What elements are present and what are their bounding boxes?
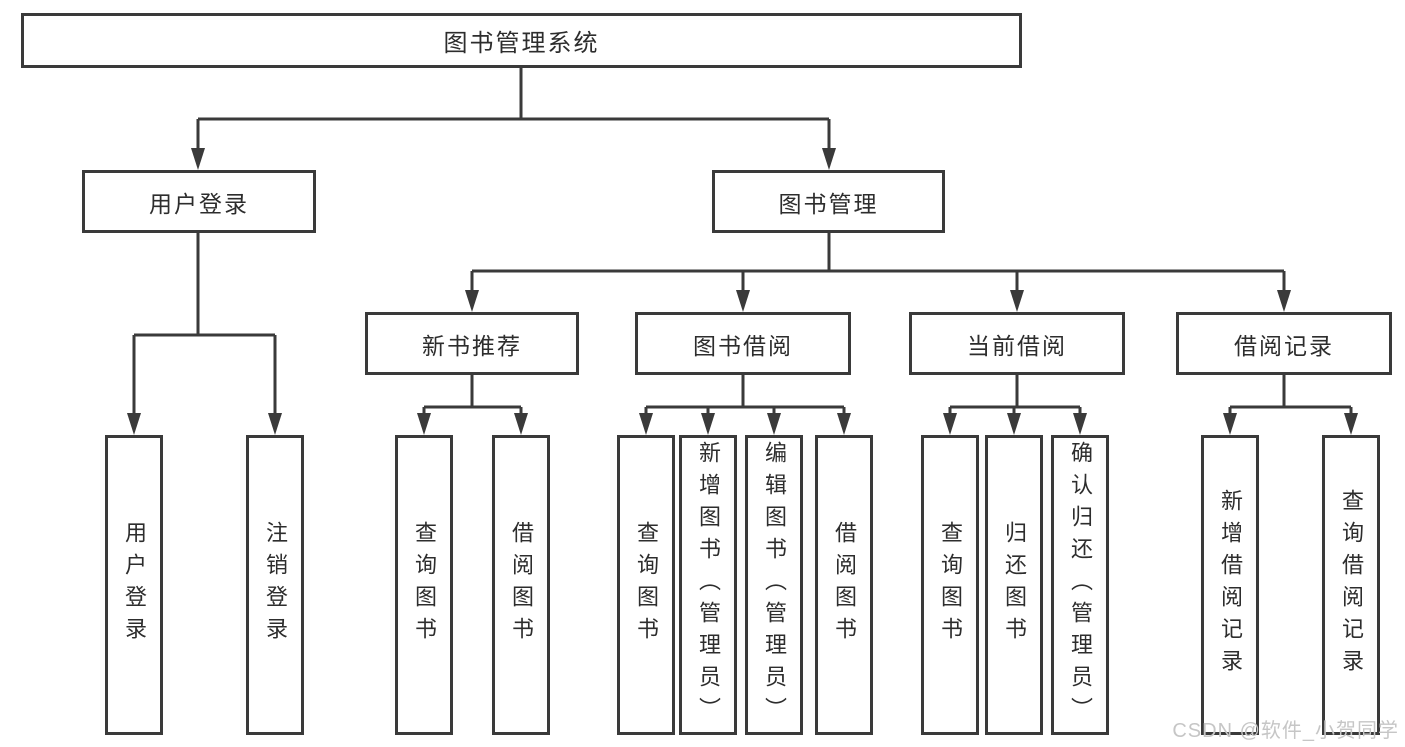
arrowhead-rec-query-books (417, 413, 431, 435)
node-book-borrowing: 图书借阅 (635, 312, 851, 375)
arrowhead-bb-borrow-books (837, 413, 851, 435)
edge-user-login-to-leaves (132, 233, 277, 415)
leaf-cb-confirm-return-admin: 确认归还（管理员） (1051, 435, 1109, 735)
edge-book-management-to-level3 (470, 233, 1286, 292)
leaf-cb-return-books: 归还图书 (985, 435, 1043, 735)
leaf-br-add-record: 新增借阅记录 (1201, 435, 1259, 735)
arrowhead-bb-query-books (639, 413, 653, 435)
node-current-borrowing: 当前借阅 (909, 312, 1125, 375)
edge-recommendation-to-leaves (422, 375, 523, 415)
leaf-cb-query-books: 查询图书 (921, 435, 979, 735)
arrowhead-bb-edit-books (767, 413, 781, 435)
arrowhead-user-login (191, 148, 205, 170)
arrowhead-current-borrowing (1010, 290, 1024, 312)
node-new-book-recommendation: 新书推荐 (365, 312, 579, 375)
arrowhead-leaf-user-login (127, 413, 141, 435)
arrowhead-new-book-recommendation (465, 290, 479, 312)
arrowhead-book-borrowing (736, 290, 750, 312)
arrowhead-borrowing-records (1277, 290, 1291, 312)
leaf-bb-borrow-books: 借阅图书 (815, 435, 873, 735)
leaf-bb-add-books-admin: 新增图书（管理员） (679, 435, 737, 735)
arrowhead-cb-query-books (943, 413, 957, 435)
arrowhead-cb-return-books (1007, 413, 1021, 435)
arrowhead-rec-borrow-books (514, 413, 528, 435)
arrowhead-br-query-record (1344, 413, 1358, 435)
arrowhead-bb-add-books (701, 413, 715, 435)
leaf-logout: 注销登录 (246, 435, 304, 735)
arrowhead-cb-confirm-return (1073, 413, 1087, 435)
watermark-text: CSDN @软件_小贺同学 (1172, 720, 1399, 742)
node-library-management-system: 图书管理系统 (21, 13, 1022, 68)
leaf-br-query-record: 查询借阅记录 (1322, 435, 1380, 735)
node-user-login: 用户登录 (82, 170, 316, 233)
arrowhead-leaf-logout (268, 413, 282, 435)
leaf-rec-query-books: 查询图书 (395, 435, 453, 735)
leaf-bb-query-books: 查询图书 (617, 435, 675, 735)
edge-current-to-leaves (948, 375, 1082, 415)
node-borrowing-records: 借阅记录 (1176, 312, 1392, 375)
edge-root-to-level2 (196, 68, 831, 150)
arrowhead-book-management (822, 148, 836, 170)
edge-borrowing-to-leaves (644, 375, 846, 415)
edge-records-to-leaves (1228, 375, 1353, 415)
leaf-rec-borrow-books: 借阅图书 (492, 435, 550, 735)
leaf-user-login: 用户登录 (105, 435, 163, 735)
leaf-bb-edit-books-admin: 编辑图书（管理员） (745, 435, 803, 735)
arrowhead-br-add-record (1223, 413, 1237, 435)
node-book-management: 图书管理 (712, 170, 945, 233)
